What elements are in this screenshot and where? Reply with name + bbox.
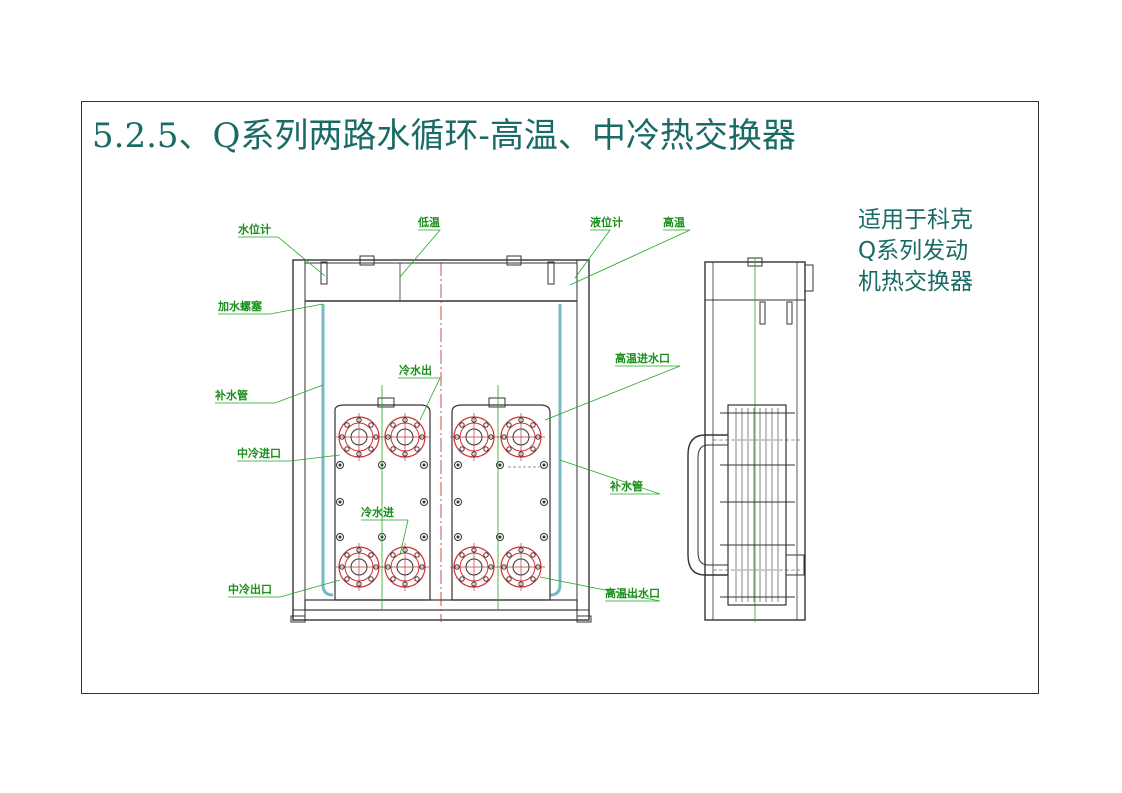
side-note-line: Q系列发动 (858, 238, 969, 264)
slide-title: 5.2.5、Q系列两路水循环-高温、中冷热交换器 (92, 116, 796, 156)
side-view (687, 257, 814, 622)
callout-high-temp-outlet: 高温出水口 (605, 586, 660, 600)
front-view (290, 255, 592, 623)
callout-makeup-pipe-left: 补水管 (214, 388, 248, 402)
leader-lines (215, 229, 691, 602)
callout-makeup-pipe-right: 补水管 (609, 479, 643, 493)
callout-low-temp: 低温 (417, 215, 440, 229)
callout-cold-water-out: 冷水出 (399, 363, 432, 377)
callout-liquid-level-gauge: 液位计 (590, 215, 623, 229)
side-note-line: 机热交换器 (858, 269, 973, 295)
callout-high-temp: 高温 (663, 215, 685, 229)
side-note-line: 适用于科克 (858, 207, 973, 233)
side-note: 适用于科克 Q系列发动 机热交换器 (858, 205, 973, 298)
callout-cold-water-in: 冷水进 (361, 505, 394, 519)
callout-intercool-outlet: 中冷出口 (228, 582, 272, 596)
callout-high-temp-inlet: 高温进水口 (615, 351, 670, 365)
callout-intercool-inlet: 中冷进口 (237, 446, 281, 460)
callout-water-level-gauge: 水位计 (238, 222, 271, 236)
callout-fill-plug: 加水螺塞 (217, 299, 263, 313)
slide-frame (81, 101, 1039, 694)
